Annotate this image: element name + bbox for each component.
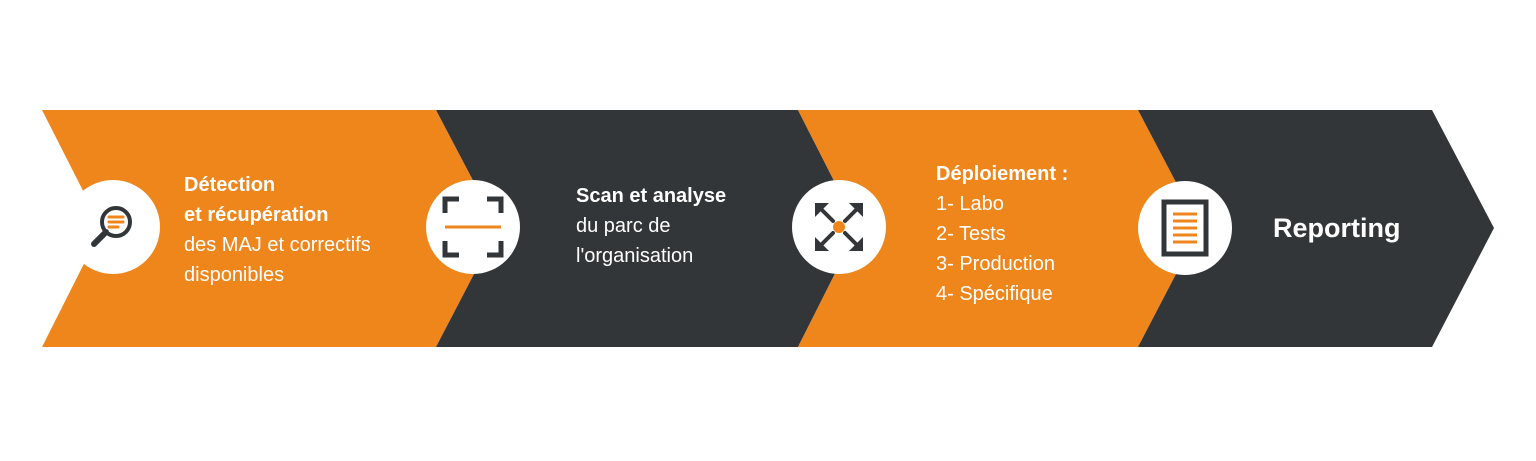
step-1-body-line-1: des MAJ et correctifs (184, 234, 371, 256)
step-3-icon-circle (792, 180, 886, 274)
scan-frame-icon (442, 196, 504, 258)
step-2-title-line-1: Scan et analyse (576, 185, 727, 207)
step-2-body-line-1: du parc de (576, 215, 671, 237)
chevron-step-2 (436, 110, 858, 347)
step-2-icon-circle (426, 180, 520, 274)
step-3-body-line-1: 1- Labo (936, 193, 1004, 215)
step-1-title-line-2: et récupération (184, 204, 329, 226)
step-1-title-line-1: Détection (184, 174, 276, 196)
step-3-title-line-1: Déploiement : (936, 163, 1069, 185)
step-1-icon-circle (66, 180, 160, 274)
chevron-step-4 (1138, 110, 1494, 347)
step-4-title: Reporting (1273, 213, 1401, 243)
step-1-text: Détection et récupération des MAJ et cor… (184, 170, 371, 290)
step-3-body-line-4: 4- Spécifique (936, 283, 1053, 305)
step-4-text: Reporting (1273, 212, 1401, 244)
expand-arrows-icon (815, 203, 863, 251)
step-3-text: Déploiement : 1- Labo 2- Tests 3- Produc… (936, 159, 1068, 309)
magnifier-document-icon (91, 206, 132, 247)
step-2-text: Scan et analyse du parc de l'organisatio… (576, 181, 726, 271)
step-4-icon-circle (1138, 181, 1232, 275)
step-2-body-line-2: l'organisation (576, 245, 694, 267)
report-document-icon (1161, 199, 1209, 257)
step-3-body-line-3: 3- Production (936, 253, 1055, 275)
chevron-step-3 (798, 110, 1200, 347)
chevron-step-1 (42, 110, 498, 347)
step-1-body-line-2: disponibles (184, 264, 285, 286)
step-3-body-line-2: 2- Tests (936, 223, 1006, 245)
